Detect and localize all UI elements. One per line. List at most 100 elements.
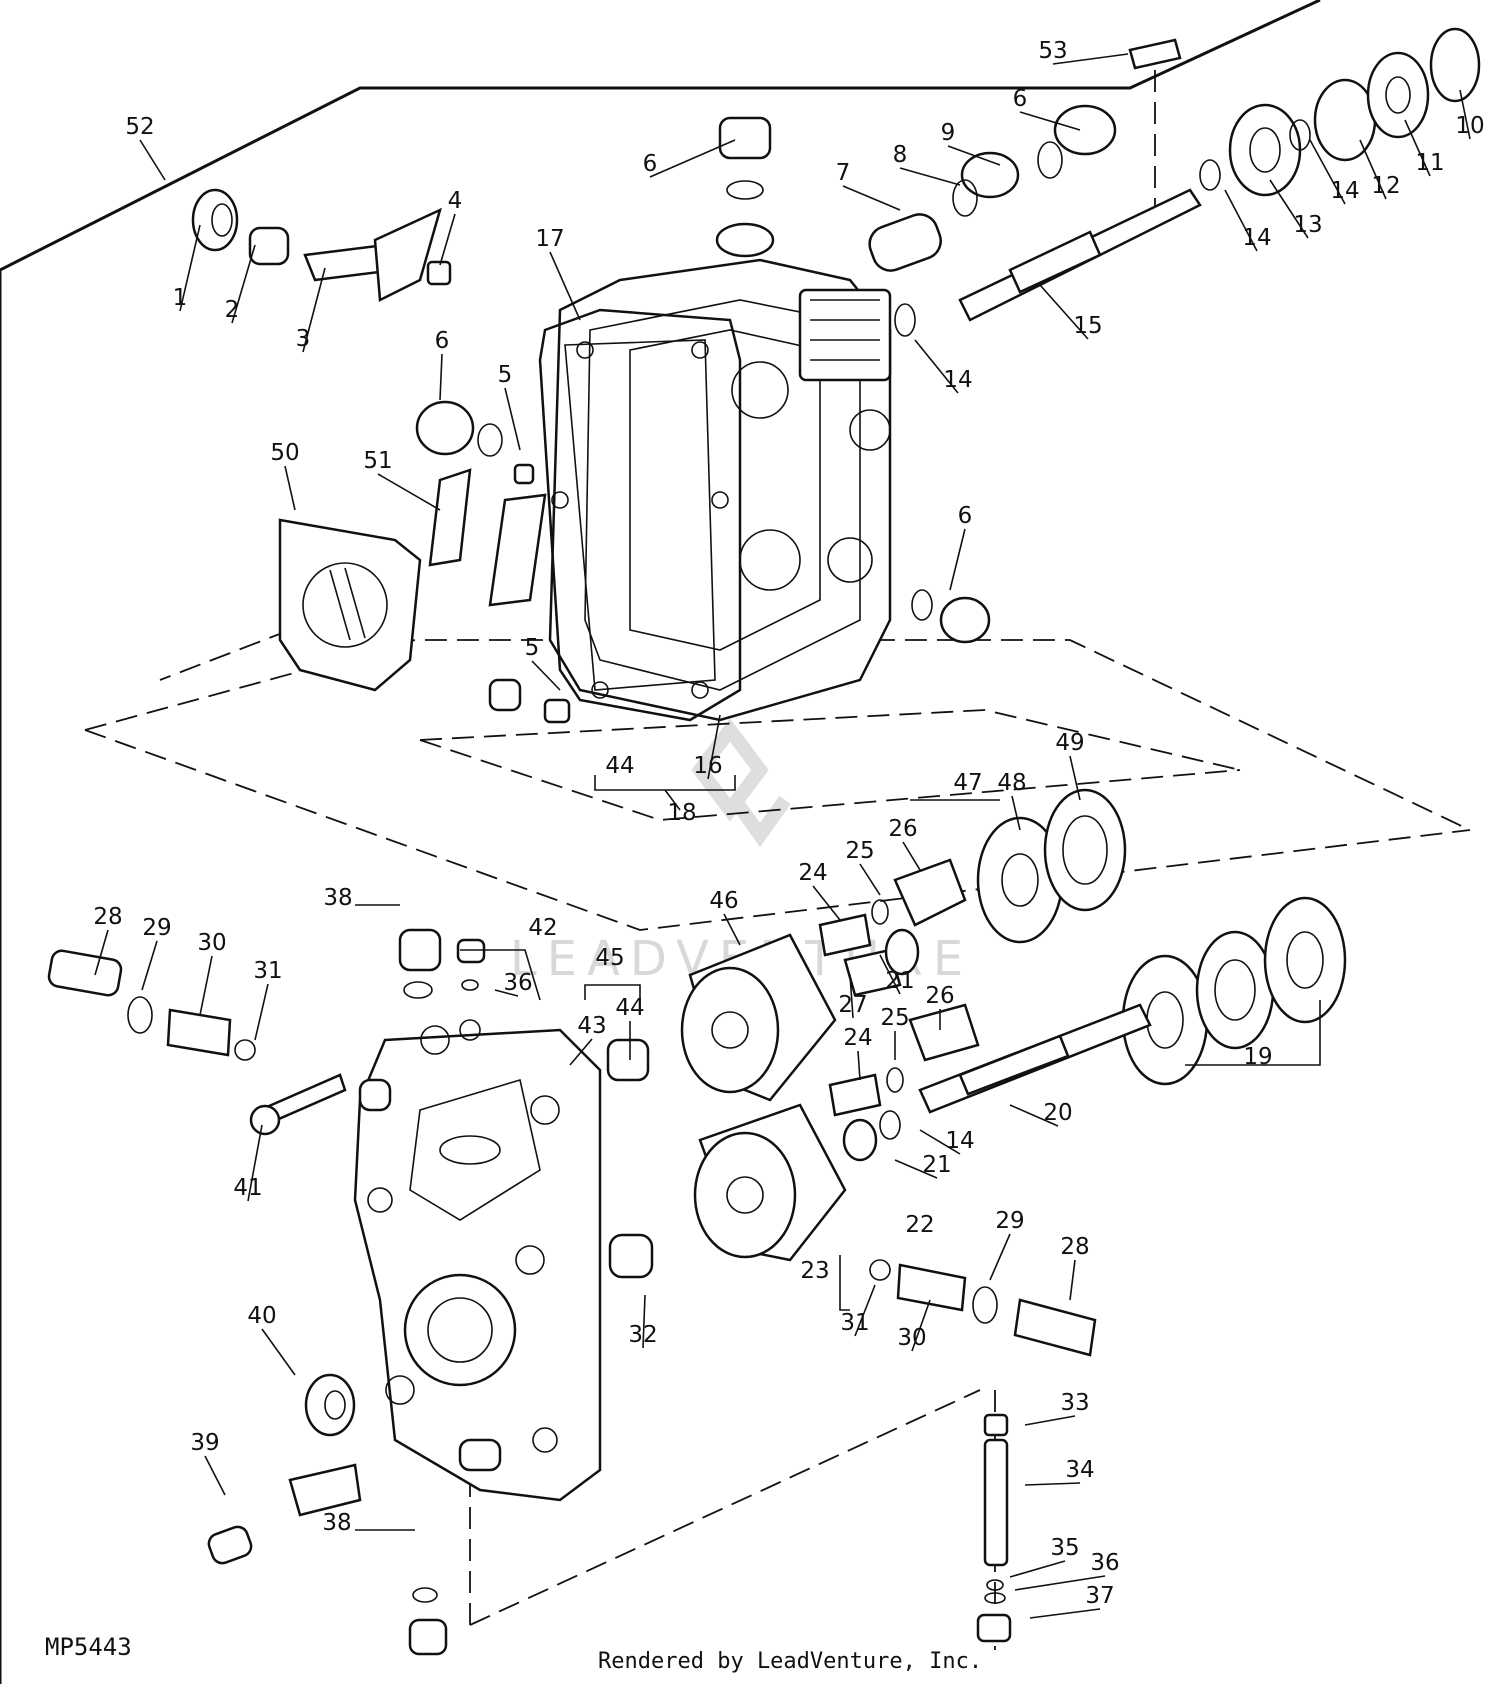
leader-line-c1 (179, 224, 201, 312)
leader-line-c27 (849, 974, 854, 1019)
input-shaft-group (868, 27, 1481, 337)
upper-assembly-outline (0, 0, 1321, 1684)
leader-line-c10 (1459, 89, 1471, 140)
leader-line-c15 (1039, 284, 1089, 340)
callout-c14a: 14 (1330, 178, 1359, 204)
callout-c6b: 6 (1013, 86, 1028, 112)
plugs-upper (415, 116, 991, 724)
leader-line-c30b (911, 1299, 931, 1352)
leader-line-c31b (854, 1284, 876, 1337)
callout-c29b: 29 (995, 1208, 1024, 1234)
leader-line-c21a (879, 954, 901, 995)
leader-line-c29b (989, 1233, 1011, 1281)
leader-line-c3 (302, 267, 326, 353)
leader-line-c34 (1024, 1482, 1081, 1486)
callout-c49: 49 (1055, 730, 1084, 756)
leader-line-c52 (139, 139, 166, 181)
leader-line-c13 (1269, 179, 1309, 239)
callout-c52: 52 (125, 114, 154, 140)
callout-c14b: 14 (1242, 225, 1271, 251)
leader-line-c6c (439, 353, 443, 401)
leader-line-c30a (199, 955, 213, 1016)
callout-c31b: 31 (840, 1310, 869, 1336)
callout-c8: 8 (893, 142, 908, 168)
seal-shaft-group (191, 188, 452, 302)
callout-c30b: 30 (897, 1325, 926, 1351)
callout-c16: 16 (693, 753, 722, 779)
callout-c10: 10 (1455, 113, 1484, 139)
callout-c27: 27 (838, 992, 867, 1018)
callout-c44b: 44 (615, 995, 644, 1021)
callout-c17: 17 (535, 226, 564, 252)
leader-line-c14b (1224, 189, 1258, 252)
leader-line-c32 (642, 1294, 646, 1349)
leader-line-c12 (1359, 139, 1387, 200)
leader-line-c4 (439, 213, 456, 266)
callout-c45: 45 (595, 945, 624, 971)
callout-c18: 18 (667, 800, 696, 826)
callout-c12: 12 (1371, 173, 1400, 199)
callout-c50: 50 (270, 440, 299, 466)
leader-line-c40 (261, 1328, 296, 1376)
callout-c36a: 36 (503, 970, 532, 996)
callout-c20: 20 (1043, 1100, 1072, 1126)
leader-line-c14a (1309, 139, 1346, 205)
callout-c22: 22 (905, 1212, 934, 1238)
callout-c5b: 5 (525, 635, 540, 661)
leader-line-c7 (842, 185, 901, 211)
callout-c13: 13 (1293, 212, 1322, 238)
callout-c35: 35 (1050, 1535, 1079, 1561)
leader-line-c16 (707, 714, 721, 780)
leader-line-c36b (1014, 1575, 1106, 1591)
leader-line-c43 (569, 1038, 593, 1066)
leader-line-c24a (812, 885, 841, 921)
callout-c40: 40 (247, 1303, 276, 1329)
callout-c51: 51 (363, 448, 392, 474)
callout-c26b: 26 (925, 983, 954, 1009)
swashplate (278, 468, 547, 692)
leader-line-c20 (1009, 1104, 1059, 1127)
leader-line-c2 (231, 244, 256, 324)
callout-c24a: 24 (798, 860, 827, 886)
callout-c15: 15 (1073, 313, 1102, 339)
callout-c6d: 6 (958, 503, 973, 529)
callout-c42: 42 (528, 915, 557, 941)
render-credit: Rendered by LeadVenture, Inc. (598, 1649, 982, 1674)
callout-c31a: 31 (253, 958, 282, 984)
leader-line-c41 (247, 1124, 263, 1202)
valve-stack (976, 1413, 1012, 1643)
leader-line-c5b (531, 660, 561, 691)
leader-line-c21b (894, 1159, 938, 1179)
callout-c7: 7 (836, 160, 851, 186)
leader-line-c8 (899, 167, 961, 186)
callout-c5a: 5 (498, 362, 513, 388)
callout-c28b: 28 (1060, 1234, 1089, 1260)
callout-c38a: 38 (323, 885, 352, 911)
leader-line-c39 (204, 1455, 226, 1496)
callout-c43: 43 (577, 1013, 606, 1039)
callout-c1: 1 (173, 285, 188, 311)
leader-line-c17 (549, 251, 581, 321)
callout-c6c: 6 (435, 328, 450, 354)
leader-line-c6d (949, 528, 966, 591)
leader-line-c26a (902, 841, 921, 871)
callout-c21a: 21 (885, 968, 914, 994)
callout-c9: 9 (941, 120, 956, 146)
leader-line-c50 (284, 465, 296, 511)
callout-c53: 53 (1038, 38, 1067, 64)
leader-line-c24b (857, 1050, 861, 1081)
callout-c19: 19 (1243, 1044, 1272, 1070)
callout-c14c: 14 (943, 367, 972, 393)
callout-c48: 48 (997, 770, 1026, 796)
leader-line-c6b (1019, 111, 1081, 131)
leader-line-c31a (254, 983, 269, 1041)
callout-c36b: 36 (1090, 1550, 1119, 1576)
leader-line-c51 (377, 473, 441, 511)
gasket (538, 308, 742, 722)
piston-parts (818, 858, 980, 1162)
callout-c44a: 44 (605, 753, 634, 779)
drawing-code: MP5443 (45, 1633, 132, 1661)
leader-line-c25a (859, 863, 881, 896)
